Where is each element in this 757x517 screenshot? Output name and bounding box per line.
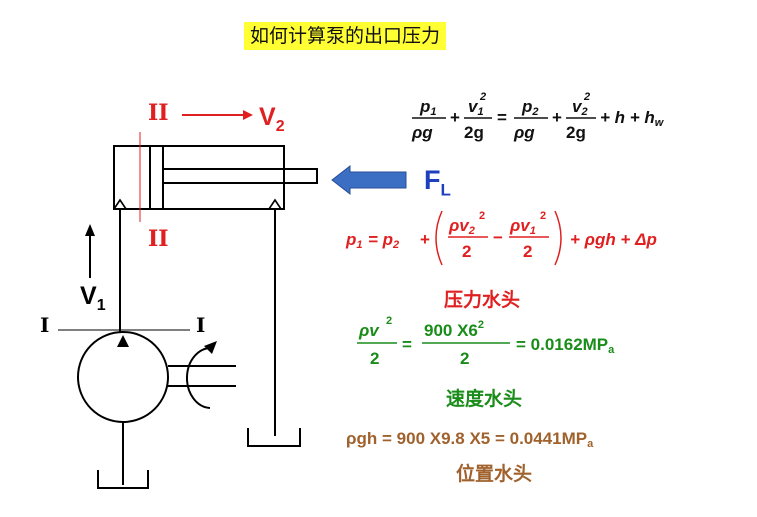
eq2-rho-v1: ρv1 bbox=[509, 216, 536, 237]
velocity-head-equation: ρv 2 2 = 900 X62 2 = 0.0162MPa bbox=[357, 315, 615, 368]
cylinder-body bbox=[113, 145, 285, 210]
pump-direction-triangle bbox=[117, 335, 129, 347]
eq1-tail: + h + hw bbox=[600, 108, 665, 129]
eq3-result: = 0.0162MPa bbox=[516, 335, 615, 356]
eq1-two-g-2: 2g bbox=[566, 123, 586, 142]
position-head-equation: ρgh = 900 X9.8 X5 = 0.0441MPa bbox=[346, 429, 594, 450]
eq3-eq1: = bbox=[402, 335, 412, 354]
eq1-plus-1: + bbox=[450, 108, 460, 127]
v1-arrow-head bbox=[85, 224, 95, 236]
pressure-head-caption: 压力水头 bbox=[444, 289, 521, 311]
section-i-right-label: I bbox=[196, 313, 206, 337]
eq2-minus: − bbox=[493, 228, 503, 247]
eq3-sq: 2 bbox=[386, 315, 392, 327]
eq1-two-g-1: 2g bbox=[464, 123, 484, 142]
section-ii-top-label: II bbox=[148, 100, 169, 126]
eq1-plus-2: + bbox=[552, 108, 562, 127]
page-title: 如何计算泵的出口压力 bbox=[244, 22, 447, 50]
bernoulli-equation: p1 ρg + v1 2 2g = p2 ρg + v2 2 2g + h + … bbox=[411, 91, 665, 142]
force-label: FL bbox=[424, 165, 451, 200]
outlet-port-notch bbox=[268, 198, 282, 210]
piston-rod bbox=[162, 168, 318, 184]
eq1-p2: p2 bbox=[521, 97, 539, 118]
eq1-rho-g-2: ρg bbox=[513, 123, 535, 142]
eq2-lhs: p1 bbox=[345, 230, 363, 251]
eq2-den-1: 2 bbox=[462, 242, 471, 261]
inlet-port-notch bbox=[113, 198, 127, 210]
eq2-rho-v2: ρv2 bbox=[448, 216, 475, 237]
velocity-head-caption: 速度水头 bbox=[446, 388, 523, 410]
eq3-num2: 900 X62 bbox=[424, 319, 484, 340]
pressure-equation: p1 = p2 + ρv2 2 2 − ρv1 2 2 + ρgh + Δp bbox=[345, 210, 657, 266]
eq2-den-2: 2 bbox=[523, 242, 532, 261]
eq3-den2: 2 bbox=[460, 349, 469, 368]
eq3-den: 2 bbox=[370, 349, 379, 368]
eq1-v1: v1 bbox=[468, 97, 484, 118]
v2-label: V2 bbox=[259, 103, 285, 135]
section-ii-bottom-label: II bbox=[148, 226, 169, 252]
v2-arrow-head bbox=[243, 110, 253, 120]
eq1-p1: p1 bbox=[419, 97, 437, 118]
load-force-arrow bbox=[331, 164, 407, 196]
eq2-eq-p2: = p2 bbox=[368, 230, 399, 251]
eq1-v1-sq: 2 bbox=[479, 91, 486, 103]
eq2-paren-left bbox=[435, 210, 443, 266]
eq2-plus-1: + bbox=[420, 230, 430, 249]
eq2-tail: + ρgh + Δp bbox=[570, 230, 657, 249]
return-tank bbox=[247, 428, 301, 447]
rotation-arrow-head bbox=[204, 341, 217, 354]
eq2-v1-sq: 2 bbox=[540, 210, 546, 222]
position-head-caption: 位置水头 bbox=[456, 463, 533, 485]
suction-tank bbox=[97, 470, 149, 489]
eq1-rho-g-1: ρg bbox=[411, 123, 433, 142]
eq2-v2-sq: 2 bbox=[479, 210, 485, 222]
eq1-v2-sq: 2 bbox=[583, 91, 590, 103]
rotation-arc bbox=[185, 346, 213, 409]
section-i-left-label: I bbox=[40, 313, 50, 337]
eq2-paren-right bbox=[554, 210, 562, 266]
eq3-rho-v: ρv bbox=[358, 321, 380, 340]
v1-label: V1 bbox=[80, 282, 106, 314]
eq1-v2: v2 bbox=[572, 97, 588, 118]
eq1-equals: = bbox=[497, 108, 507, 127]
